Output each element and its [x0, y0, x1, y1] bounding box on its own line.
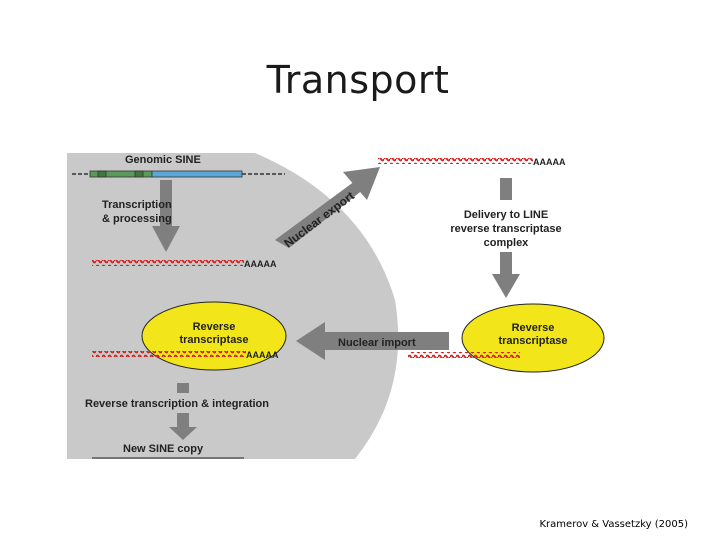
transcription-label-line1: Transcription [102, 199, 172, 211]
rt-cyto-label-line1: Reverse [512, 322, 555, 334]
rt-cyto-label-line2: transcriptase [498, 335, 567, 347]
nuclear-import-label: Nuclear import [338, 337, 416, 349]
delivery-label-line2: reverse transcriptase [450, 223, 561, 235]
integration-arrow-top [177, 383, 189, 393]
slide-title: Transport [266, 58, 450, 102]
nuclear-export-arrow [275, 167, 380, 248]
transcription-arrow [152, 180, 180, 252]
transcription-label-line2: & processing [102, 213, 172, 225]
rt-nuc-label-line1: Reverse [193, 321, 236, 333]
nuclear-import-arrow [296, 322, 449, 360]
delivery-label-line1: Delivery to LINE [464, 209, 548, 221]
genomic-sine-gene [72, 170, 285, 178]
sine-rna-cytoplasm [378, 158, 533, 164]
poly-a-2: AAAAA [533, 157, 566, 167]
rt-nuc-label-line2: transcriptase [179, 334, 248, 346]
genomic-sine-label: Genomic SINE [125, 154, 201, 166]
delivery-arrow-bottom [492, 252, 520, 298]
sine-rna-nucleus [92, 260, 244, 266]
delivery-label-line3: complex [484, 237, 530, 249]
rt-integration-label: Reverse transcription & integration [85, 398, 269, 410]
poly-a-3: AAAAA [246, 350, 279, 360]
poly-a-1: AAAAA [244, 259, 277, 269]
new-sine-copy-label: New SINE copy [123, 443, 204, 455]
citation: Kramerov & Vassetzky (2005) [539, 519, 689, 530]
integration-arrow-bottom [169, 413, 197, 440]
sine-rna-bound-nucleus [92, 351, 246, 357]
sine-rna-bound-cytoplasm [408, 352, 520, 358]
delivery-arrow-top [500, 178, 512, 200]
